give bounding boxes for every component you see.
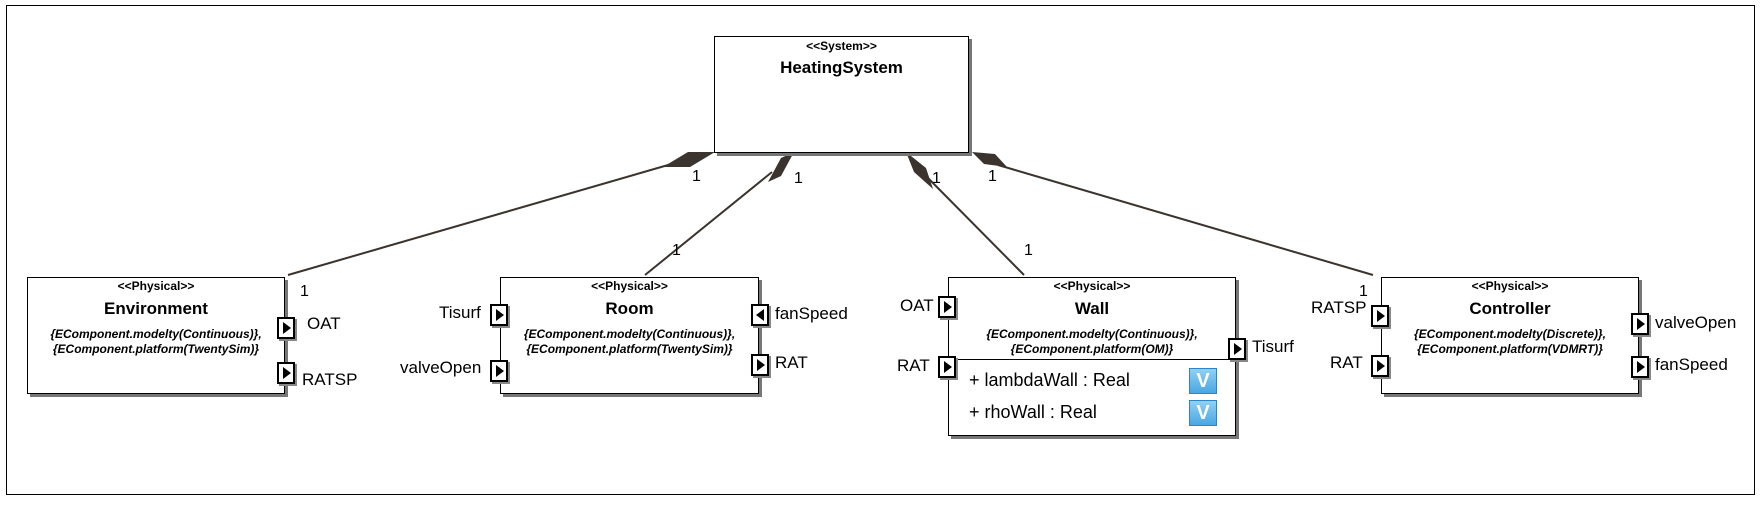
wall-stereotype: <<Physical>> — [1053, 279, 1131, 293]
mult-wall-bottom: 1 — [1024, 242, 1033, 259]
controller-constraint-platform: {EComponent.platform(VDMRT)} — [1417, 342, 1603, 356]
mult-ctrl-top: 1 — [988, 168, 997, 185]
room-port-valveopen-label: valveOpen — [400, 358, 482, 377]
block-controller[interactable]: <<Physical>> Controller {EComponent.mode… — [1381, 277, 1639, 394]
mult-room-bottom: 1 — [672, 242, 681, 259]
wall-port-rat[interactable] — [938, 356, 956, 378]
link-environment[interactable] — [287, 162, 676, 276]
controller-port-valveopen-label: valveOpen — [1655, 313, 1737, 332]
wall-port-rat-label: RAT — [897, 356, 930, 375]
room-name: Room — [605, 299, 654, 318]
mult-wall-top: 1 — [932, 170, 941, 187]
environment-stereotype: <<Physical>> — [117, 279, 195, 293]
controller-port-ratsp[interactable] — [1371, 305, 1389, 327]
triangle-right-icon — [1637, 318, 1645, 330]
block-room[interactable]: <<Physical>> Room {EComponent.modelty(Co… — [500, 277, 759, 394]
mult-env-top: 1 — [692, 168, 701, 185]
composition-diamond-controller — [972, 152, 1007, 167]
triangle-right-icon — [1234, 343, 1242, 355]
link-room[interactable] — [644, 171, 773, 276]
environment-name: Environment — [104, 299, 208, 318]
wall-port-oat[interactable] — [938, 296, 956, 318]
system-stereotype: <<System>> — [806, 39, 877, 53]
block-environment[interactable]: <<Physical>> Environment {EComponent.mod… — [27, 277, 285, 394]
composition-diamond-environment — [663, 152, 715, 167]
wall-port-oat-label: OAT — [900, 296, 934, 315]
controller-port-ratsp-label: RATSP — [1311, 298, 1367, 317]
triangle-right-icon — [283, 367, 291, 379]
wall-port-tisurf[interactable] — [1228, 338, 1246, 360]
mult-env-bottom: 1 — [300, 283, 309, 300]
controller-port-valveopen[interactable] — [1631, 313, 1649, 335]
room-port-rat[interactable] — [751, 354, 769, 376]
room-port-rat-label: RAT — [775, 353, 808, 372]
diagram-frame — [6, 5, 1755, 495]
wall-constraint-platform: {EComponent.platform(OM)} — [1010, 342, 1174, 356]
room-port-fanspeed-label: fanSpeed — [775, 304, 848, 323]
link-controller[interactable] — [997, 164, 1374, 276]
room-port-tisurf-label: Tisurf — [439, 303, 481, 322]
wall-port-tisurf-label: Tisurf — [1252, 337, 1294, 356]
environment-port-oat-label: OAT — [307, 314, 341, 333]
system-block-heating[interactable]: <<System>> HeatingSystem — [714, 36, 969, 153]
value-v-icon[interactable]: V — [1189, 368, 1217, 394]
triangle-right-icon — [944, 361, 952, 373]
room-port-valveopen[interactable] — [490, 360, 508, 382]
wall-attribute-separator — [949, 359, 1235, 360]
triangle-right-icon — [944, 301, 952, 313]
triangle-right-icon — [1637, 361, 1645, 373]
wall-name: Wall — [1074, 299, 1110, 318]
environment-port-oat[interactable] — [277, 317, 295, 339]
link-wall[interactable] — [925, 175, 1025, 276]
controller-port-fanspeed[interactable] — [1631, 356, 1649, 378]
triangle-right-icon — [496, 365, 504, 377]
room-constraint-platform: {EComponent.platform(TwentySim)} — [526, 342, 733, 356]
mult-room-top: 1 — [794, 170, 803, 187]
room-constraint-modelty: {EComponent.modelty(Continuous)}, — [523, 327, 736, 341]
environment-constraint-modelty: {EComponent.modelty(Continuous)}, — [50, 327, 262, 341]
controller-name: Controller — [1469, 299, 1551, 318]
mult-ctrl-bottom: 1 — [1359, 283, 1368, 300]
wall-attribute-lambdawall[interactable]: + lambdaWall : Real — [969, 370, 1130, 390]
value-v-icon[interactable]: V — [1189, 400, 1217, 426]
wall-constraint-modelty: {EComponent.modelty(Continuous)}, — [986, 327, 1198, 341]
controller-constraint-modelty: {EComponent.modelty(Discrete)}, — [1413, 327, 1607, 341]
composition-diamond-wall — [906, 152, 933, 189]
controller-port-rat-label: RAT — [1330, 353, 1363, 372]
triangle-left-icon — [756, 309, 764, 321]
room-port-tisurf[interactable] — [490, 304, 508, 326]
environment-constraint-platform: {EComponent.platform(TwentySim)} — [52, 342, 260, 356]
controller-port-rat[interactable] — [1371, 355, 1389, 377]
room-port-fanspeed[interactable] — [751, 304, 769, 326]
block-wall[interactable]: <<Physical>> Wall {EComponent.modelty(Co… — [948, 277, 1236, 436]
environment-port-ratsp-label: RATSP — [302, 370, 358, 389]
controller-port-fanspeed-label: fanSpeed — [1655, 355, 1728, 374]
triangle-right-icon — [757, 359, 765, 371]
triangle-right-icon — [496, 309, 504, 321]
triangle-right-icon — [1377, 360, 1385, 372]
composition-diamond-room — [768, 152, 794, 182]
triangle-right-icon — [1377, 310, 1385, 322]
environment-port-ratsp[interactable] — [277, 362, 295, 384]
room-stereotype: <<Physical>> — [591, 279, 668, 293]
controller-stereotype: <<Physical>> — [1471, 279, 1549, 293]
wall-attribute-rhowall[interactable]: + rhoWall : Real — [969, 402, 1097, 422]
system-name: HeatingSystem — [780, 58, 903, 77]
triangle-right-icon — [283, 322, 291, 334]
